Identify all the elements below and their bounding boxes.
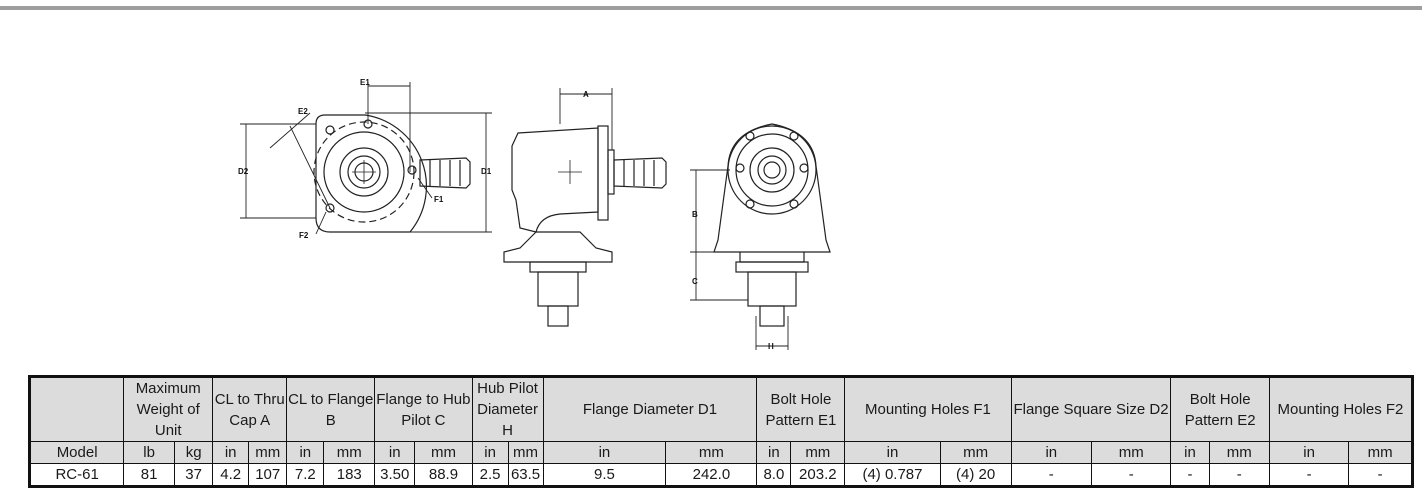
group-header-row: Maximum Weight of Unit CL to Thru Cap A … xyxy=(28,376,1414,442)
unit-cell: in xyxy=(1268,441,1350,464)
header-flange-diameter: Flange Diameter D1 xyxy=(542,376,758,442)
unit-cell: in xyxy=(374,441,416,464)
gearbox-drawing: E1 E2 D2 D1 F1 F2 A B C H xyxy=(238,78,831,351)
table-row: RC-61 81 37 4.2 107 7.2 183 3.50 88.9 2.… xyxy=(28,463,1413,487)
value-cell: 88.9 xyxy=(414,463,473,487)
unit-cell: mm xyxy=(507,441,544,464)
value-cell: 183 xyxy=(323,463,376,487)
value-cell: (4) 20 xyxy=(939,463,1012,487)
unit-cell: in xyxy=(844,441,941,464)
header-cl-to-flange: CL to Flange B xyxy=(286,376,376,442)
value-cell: - xyxy=(1268,463,1350,487)
header-hub-pilot-diameter: Hub Pilot Diameter H xyxy=(471,376,544,442)
front-view xyxy=(313,114,471,233)
value-cell: 107 xyxy=(248,463,288,487)
unit-cell: mm xyxy=(1208,441,1270,464)
unit-cell: mm xyxy=(1348,441,1413,464)
model-cell: RC-61 xyxy=(28,463,125,487)
value-cell: 8.0 xyxy=(756,463,792,487)
unit-cell: in xyxy=(286,441,325,464)
value-cell: 2.5 xyxy=(471,463,509,487)
unit-cell: mm xyxy=(248,441,288,464)
label-c: C xyxy=(692,277,698,286)
unit-cell: mm xyxy=(1091,441,1172,464)
front-dimensions xyxy=(240,82,492,235)
header-model: Model xyxy=(28,441,125,464)
unit-cell: in xyxy=(1170,441,1210,464)
unit-cell: kg xyxy=(174,441,214,464)
value-cell: 9.5 xyxy=(542,463,667,487)
value-cell: - xyxy=(1091,463,1172,487)
top-divider xyxy=(0,6,1422,10)
spec-table: Maximum Weight of Unit CL to Thru Cap A … xyxy=(28,375,1414,488)
header-bolt-hole-pattern-e2: Bolt Hole Pattern E2 xyxy=(1170,376,1270,442)
value-cell: (4) 0.787 xyxy=(844,463,941,487)
unit-header-row: Model lb kg in mm in mm in mm in mm in m… xyxy=(28,441,1413,464)
unit-cell: mm xyxy=(790,441,846,464)
header-flange-to-hub-pilot: Flange to Hub Pilot C xyxy=(374,376,473,442)
header-flange-square-size: Flange Square Size D2 xyxy=(1010,376,1172,442)
value-cell: - xyxy=(1170,463,1210,487)
value-cell: - xyxy=(1208,463,1270,487)
label-d1: D1 xyxy=(481,167,492,176)
unit-cell: in xyxy=(756,441,792,464)
value-cell: 81 xyxy=(123,463,176,487)
label-b: B xyxy=(692,210,698,219)
unit-cell: in xyxy=(471,441,509,464)
value-cell: 37 xyxy=(174,463,214,487)
blank-header-cell xyxy=(28,376,125,442)
label-f2: F2 xyxy=(299,231,309,240)
header-mounting-holes-f2: Mounting Holes F2 xyxy=(1268,376,1414,442)
unit-cell: mm xyxy=(414,441,473,464)
value-cell: 7.2 xyxy=(286,463,325,487)
header-bolt-hole-pattern-e1: Bolt Hole Pattern E1 xyxy=(756,376,846,442)
unit-cell: mm xyxy=(323,441,376,464)
header-mounting-holes-f1: Mounting Holes F1 xyxy=(844,376,1012,442)
unit-cell: mm xyxy=(665,441,758,464)
label-a: A xyxy=(583,90,589,99)
header-max-weight: Maximum Weight of Unit xyxy=(123,376,214,442)
label-d2: D2 xyxy=(238,167,249,176)
side-dimensions xyxy=(559,88,613,150)
label-e1: E1 xyxy=(360,78,370,87)
value-cell: 203.2 xyxy=(790,463,846,487)
unit-cell: mm xyxy=(939,441,1012,464)
side-view xyxy=(503,125,667,327)
value-cell: 242.0 xyxy=(665,463,758,487)
label-f1: F1 xyxy=(434,195,444,204)
unit-cell: in xyxy=(212,441,250,464)
header-cl-to-thru-cap: CL to Thru Cap A xyxy=(212,376,288,442)
unit-cell: lb xyxy=(123,441,176,464)
label-h: H xyxy=(768,342,774,351)
rear-dimensions xyxy=(690,169,789,350)
value-cell: 4.2 xyxy=(212,463,250,487)
value-cell: 63.5 xyxy=(507,463,544,487)
unit-cell: in xyxy=(542,441,667,464)
unit-cell: in xyxy=(1010,441,1093,464)
value-cell: - xyxy=(1348,463,1413,487)
value-cell: - xyxy=(1010,463,1093,487)
label-e2: E2 xyxy=(298,107,308,116)
rear-view xyxy=(713,123,831,327)
value-cell: 3.50 xyxy=(374,463,416,487)
